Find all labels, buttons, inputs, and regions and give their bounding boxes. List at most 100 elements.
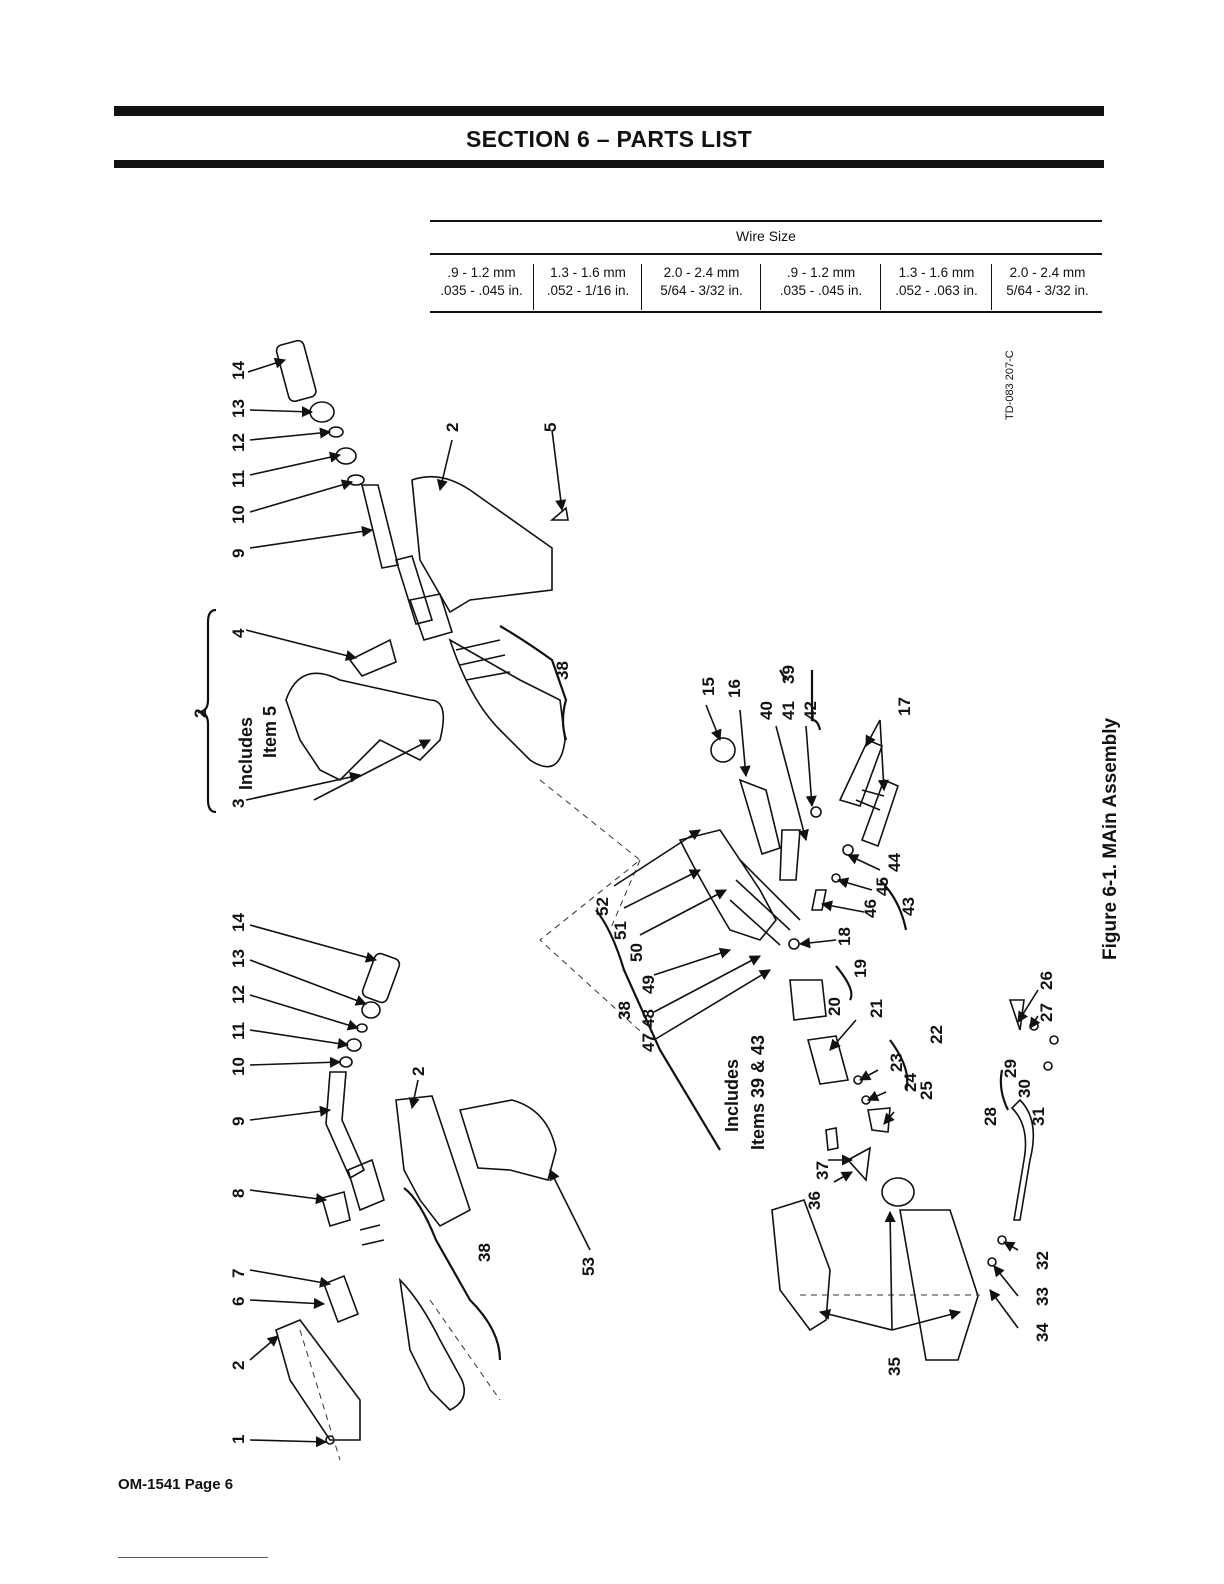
fitting-part: [860, 778, 899, 848]
page-number: OM-1541 Page 6: [118, 1476, 234, 1493]
wire-size-column: 1.3 - 1.6 mm .052 - .063 in.: [880, 264, 992, 310]
callout-label: 32: [1033, 1251, 1052, 1270]
callout-label: 38: [475, 1243, 494, 1262]
wire-size-imperial: .052 - 1/16 in.: [546, 283, 630, 298]
bottom-rule-thick: [114, 160, 1104, 168]
wire-size-imperial: 5/64 - 3/32 in.: [1006, 283, 1089, 298]
callout-label: 38: [615, 1001, 634, 1020]
callout-label: 12: [229, 433, 248, 452]
bracket-note: Item 5: [260, 706, 280, 758]
figure-caption: Figure 6-1. MAin Assembly: [1100, 717, 1121, 960]
tip-part: [867, 1107, 891, 1133]
callout-label: 30: [1015, 1079, 1034, 1098]
contact-tip-part: [328, 426, 344, 438]
bottom-gun-assembly: [275, 952, 557, 1445]
callout-label: 13: [229, 949, 248, 968]
connector-part: [710, 737, 736, 763]
callout-label: 28: [981, 1107, 1000, 1126]
wire-size-metric: 2.0 - 2.4 mm: [1009, 265, 1086, 280]
wire-size-imperial: .035 - .045 in.: [779, 283, 863, 298]
callout-label: 36: [805, 1191, 824, 1210]
handle-half-part: [395, 1095, 471, 1228]
wire-size-column: 2.0 - 2.4 mm 5/64 - 3/32 in.: [641, 264, 761, 310]
bottom-link-underline[interactable]: [118, 1557, 268, 1558]
callout-label: 1: [229, 1435, 248, 1444]
callout-label: 38: [553, 661, 572, 680]
nozzle-part: [361, 952, 401, 1004]
handle-right-part: [899, 1209, 979, 1361]
wire-size-metric: 1.3 - 1.6 mm: [550, 265, 626, 280]
wire-size-column: 1.3 - 1.6 mm .052 - 1/16 in.: [533, 264, 642, 310]
bracket-note: Items 39 & 43: [748, 1035, 768, 1150]
top-rule-thick: [114, 106, 1104, 116]
callout-label: 11: [229, 1022, 248, 1040]
callout-label: 14: [229, 913, 248, 932]
section-title: SECTION 6 – PARTS LIST: [465, 126, 753, 152]
callout-label: 50: [627, 943, 646, 962]
item-22-brace: [889, 1039, 909, 1091]
callout-label: 24: [901, 1073, 920, 1092]
table-mid-rule: [430, 253, 1102, 255]
callout-label: 35: [885, 1357, 904, 1376]
bottom-cable-brace: [403, 1187, 502, 1361]
callout-label: 43: [899, 897, 918, 916]
callout-label: 10: [229, 505, 248, 524]
wire-size-imperial: .052 - .063 in.: [895, 283, 978, 298]
callout-label: 39: [779, 665, 798, 684]
wire-size-caption: Wire Size: [736, 228, 796, 244]
top-gun-assembly: [275, 339, 569, 781]
callout-label: 11: [229, 470, 248, 488]
item-39-brace: [779, 669, 822, 731]
tube-part: [806, 1035, 850, 1085]
wire-size-column: .9 - 1.2 mm .035 - .045 in.: [430, 264, 533, 310]
wire-size-imperial: 5/64 - 3/32 in.: [660, 283, 743, 298]
callout-label: 42: [801, 701, 820, 720]
callout-label: 6: [229, 1297, 248, 1306]
callout-label: 37: [813, 1161, 832, 1180]
callout-label: 26: [1037, 971, 1056, 990]
callout-label: 21: [867, 999, 886, 1018]
callout-label: 18: [835, 927, 854, 946]
handle-half-part-left: [285, 672, 445, 781]
cable-assembly: [678, 737, 1059, 1361]
callout-label: 10: [229, 1057, 248, 1076]
callout-label: 44: [885, 853, 904, 872]
bracket-notes: Includes Item 5 Includes Items 39 & 43: [236, 706, 768, 1150]
cable-part: [448, 638, 566, 768]
wire-size-metric: .9 - 1.2 mm: [447, 265, 516, 280]
callout-label: 20: [825, 997, 844, 1016]
body-part: [789, 979, 827, 1021]
callout-label: 8: [229, 1189, 248, 1198]
brace-marks: [197, 608, 1009, 1361]
callout-label: 45: [873, 877, 892, 896]
exploded-view-drawing: 14 13 12 11 10 9 2 5 4 3 38 2 14 13 12 1…: [191, 339, 1059, 1461]
wire-size-column: 2.0 - 2.4 mm 5/64 - 3/32 in.: [991, 264, 1103, 310]
callout-label: 16: [725, 679, 744, 698]
wire-size-column: .9 - 1.2 mm .035 - .045 in.: [760, 264, 881, 310]
callout-label: 52: [593, 897, 612, 916]
callout-label: 9: [229, 1117, 248, 1126]
item-28-brace: [999, 1069, 1009, 1111]
callout-label: 5: [541, 423, 560, 432]
callout-label: 27: [1037, 1003, 1056, 1022]
cable-part: [398, 1277, 466, 1411]
top-cable-brace: [499, 625, 568, 741]
wire-size-table: Wire Size .9 - 1.2 mm .035 - .045 in. 1.…: [430, 220, 1102, 315]
table-top-rule: [430, 220, 1102, 222]
bracket-note: Includes: [236, 717, 256, 790]
callout-label: 19: [851, 959, 870, 978]
top-gun-brace: [197, 608, 217, 814]
callout-label: 33: [1033, 1287, 1052, 1306]
callout-label: 3: [229, 799, 248, 808]
callout-label: 17: [895, 697, 914, 716]
cover-part: [458, 1099, 557, 1181]
callout-label: 7: [229, 1269, 248, 1278]
wire-size-metric: 2.0 - 2.4 mm: [663, 265, 740, 280]
callout-label: 4: [229, 628, 248, 638]
wire-size-metric: 1.3 - 1.6 mm: [898, 265, 975, 280]
cable-part: [678, 829, 777, 941]
screw-part: [549, 506, 569, 521]
callout-label: 15: [699, 677, 718, 696]
callout-label: 41: [779, 701, 798, 720]
neck-tube-part: [360, 484, 399, 569]
